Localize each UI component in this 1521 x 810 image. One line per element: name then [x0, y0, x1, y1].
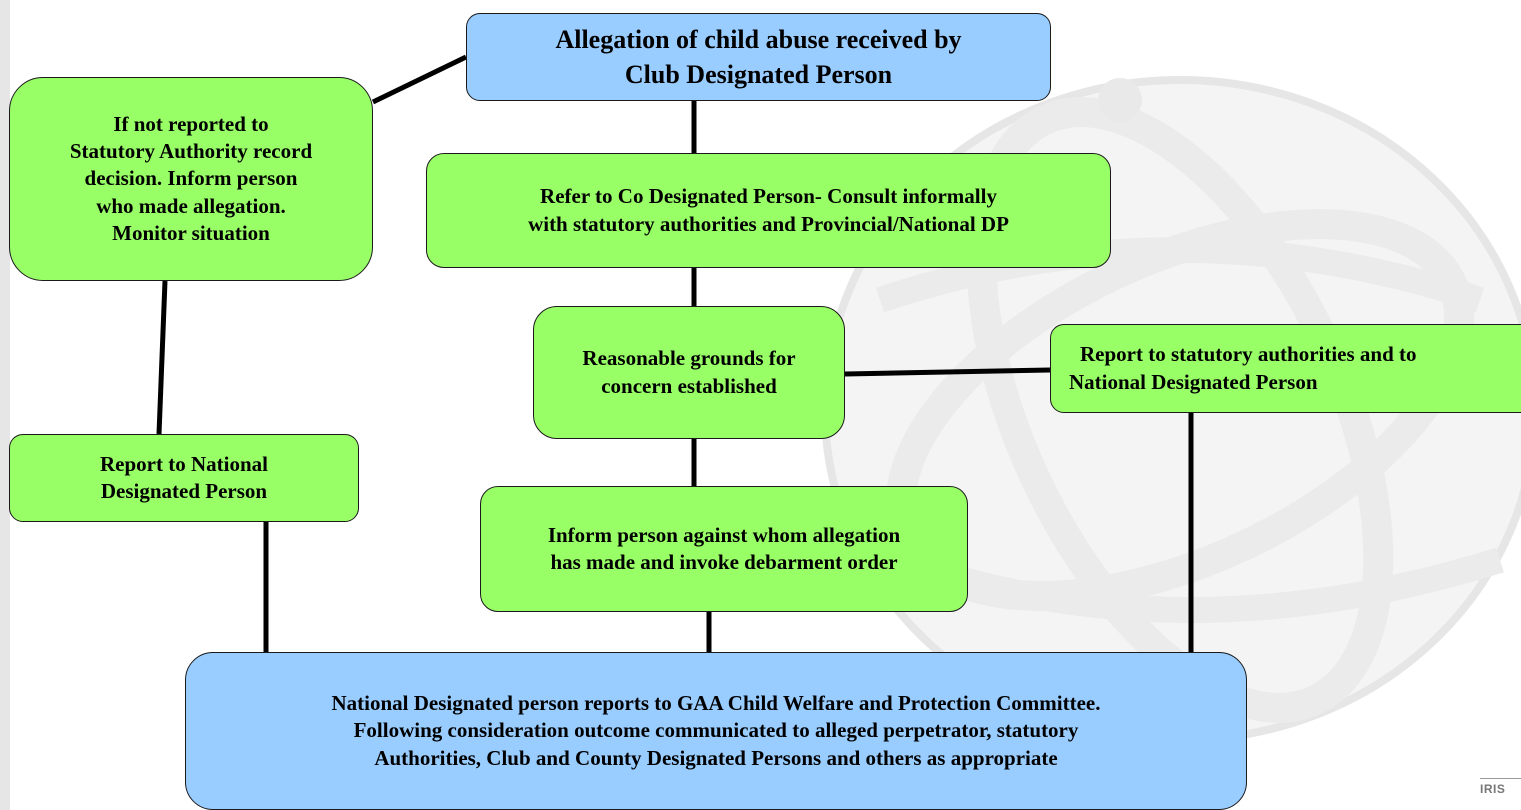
inform-line1: Inform person against whom allegation [547, 522, 901, 547]
refer-to-co-node: Refer to Co Designated Person- Consult i… [426, 153, 1111, 268]
inform-line2: has made and invoke debarment order [550, 550, 898, 574]
if-not-line3: decision. Inform person [84, 166, 298, 191]
report-stat-line2: National Designated Person [1069, 369, 1318, 394]
logo-text: IRIS [1480, 782, 1506, 796]
reasonable-line2: concern established [601, 373, 777, 398]
report-ndp-line2: Designated Person [100, 479, 268, 503]
national-line2: Following consideration outcome communic… [353, 718, 1079, 743]
if-not-reported-node: If not reported to Statutory Authority r… [9, 77, 373, 281]
refer-line2: with statutory authorities and Provincia… [528, 211, 1009, 236]
reasonable-grounds-node: Reasonable grounds for concern establish… [533, 306, 845, 439]
allegation-line2: Club Designated Person [624, 60, 893, 89]
report-ndp-line1: Report to National [100, 451, 268, 476]
if-not-line1: If not reported to [113, 111, 269, 136]
reasonable-line1: Reasonable grounds for [582, 346, 796, 371]
allegation-node: Allegation of child abuse received by Cl… [466, 13, 1051, 101]
report-stat-line1: Report to statutory authorities and to [1079, 342, 1417, 367]
national-line3: Authorities, Club and County Designated … [374, 745, 1058, 770]
inform-person-node: Inform person against whom allegation ha… [480, 486, 968, 612]
if-not-line4: who made allegation. [96, 193, 286, 218]
refer-line1: Refer to Co Designated Person- Consult i… [540, 184, 997, 209]
edge-reasonable-to-report-statutory [844, 367, 1051, 377]
national-reports-node: National Designated person reports to GA… [185, 652, 1247, 810]
if-not-line5: Monitor situation [112, 220, 270, 245]
iris-logo: IRIS [1478, 775, 1521, 810]
national-line1: National Designated person reports to GA… [331, 691, 1101, 716]
edge-allegation-to-if-not-reported [371, 54, 468, 105]
edge-if-not-to-report-national [156, 280, 168, 435]
left-margin-strip [0, 0, 10, 810]
logo-rule [1480, 778, 1521, 779]
if-not-line2: Statutory Authority record [69, 139, 313, 164]
report-statutory-node: Report to statutory authorities and to N… [1050, 324, 1521, 413]
allegation-line1: Allegation of child abuse received by [555, 24, 962, 54]
report-national-node: Report to National Designated Person [9, 434, 359, 522]
